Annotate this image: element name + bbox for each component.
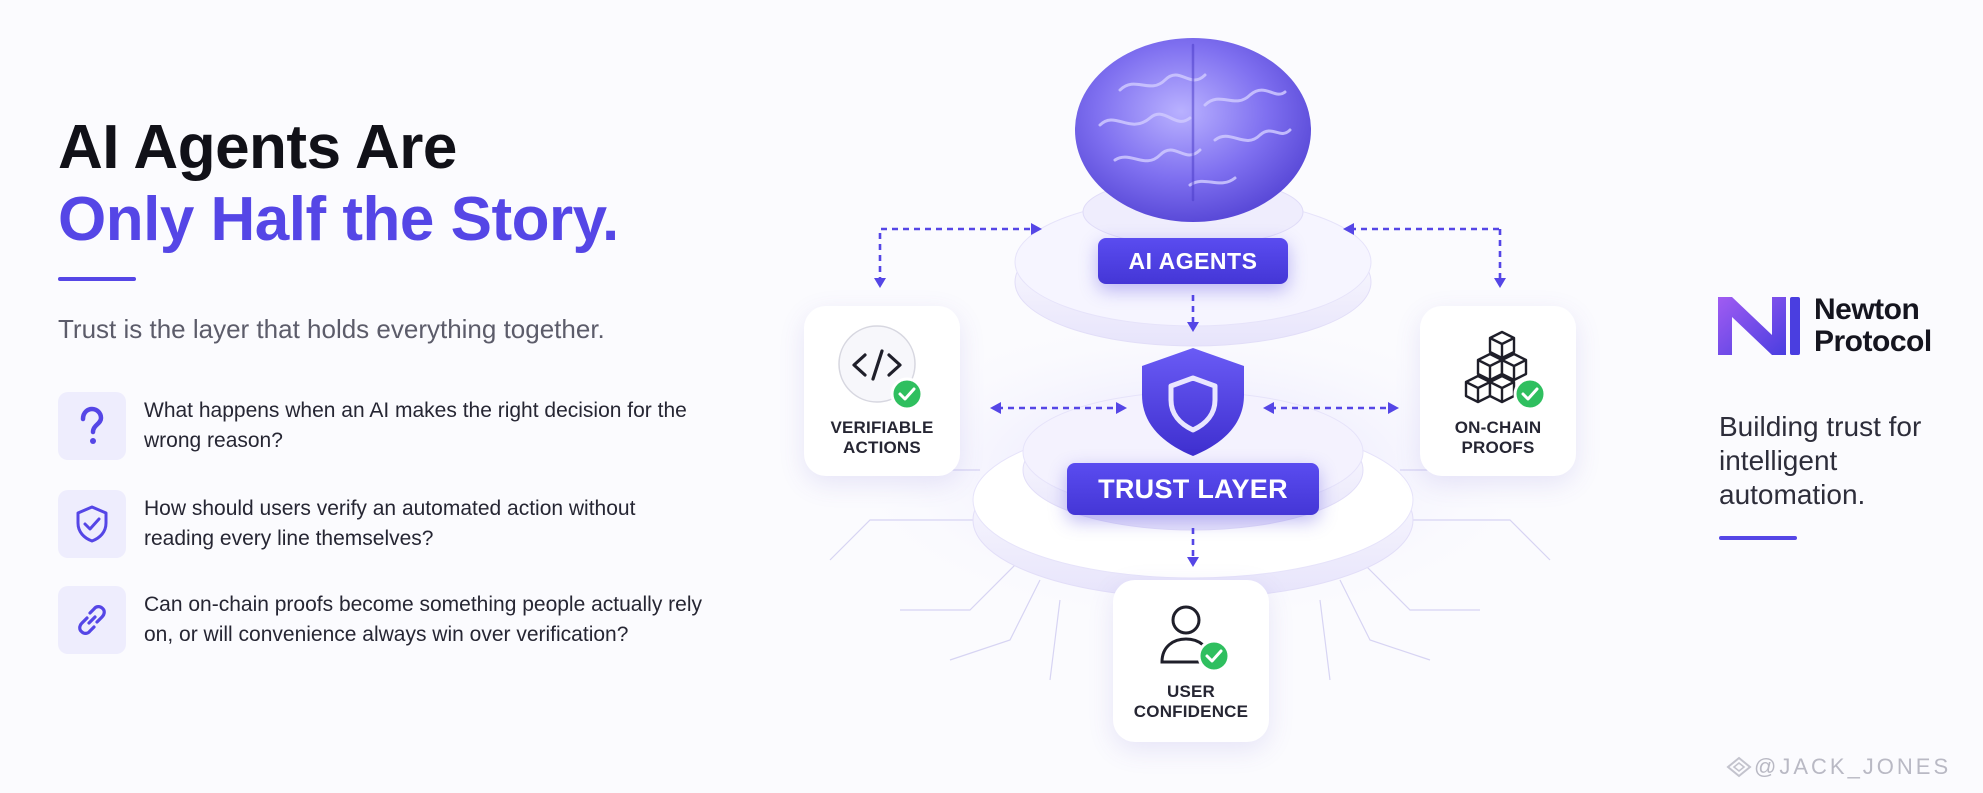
- tagline: Building trust for intelligent automatio…: [1719, 411, 1922, 510]
- headline-line-1: AI Agents Are: [58, 113, 457, 182]
- question-text: What happens when an AI makes the right …: [144, 399, 687, 452]
- label-line: USER: [1166, 682, 1216, 701]
- brand-name: Newton Protocol: [1814, 294, 1932, 358]
- trust-diagram: AI AGENTS TRUST LAYER VERIFIABLE ACTIONS: [720, 0, 1670, 793]
- headline: AI Agents Are Only Half the Story.: [58, 112, 619, 256]
- verifiable-actions-label: VERIFIABLE ACTIONS: [830, 418, 933, 458]
- question-mark-icon: [58, 392, 126, 460]
- tagline-divider: [1719, 536, 1797, 540]
- question-item: Can on-chain proofs become something peo…: [58, 586, 704, 654]
- on-chain-proofs-label: ON-CHAIN PROOFS: [1455, 418, 1542, 458]
- watermark-text: @JACK_JONES: [1754, 754, 1952, 779]
- newton-protocol-logo: Newton Protocol: [1716, 294, 1932, 358]
- trust-layer-label: TRUST LAYER: [1067, 463, 1319, 515]
- shield-check-icon: [58, 490, 126, 558]
- user-confidence-card: USER CONFIDENCE: [1113, 580, 1269, 742]
- arrow-heads: [874, 223, 1506, 567]
- user-icon: [1146, 596, 1236, 682]
- link-icon: [58, 586, 126, 654]
- label-line: PROOFS: [1461, 438, 1535, 457]
- label-line: VERIFIABLE: [830, 418, 934, 437]
- question-item: How should users verify an automated act…: [58, 490, 704, 558]
- label-line: ACTIONS: [843, 438, 921, 457]
- code-icon: [837, 324, 927, 414]
- label-line: ON-CHAIN: [1454, 418, 1542, 437]
- question-text: How should users verify an automated act…: [144, 497, 636, 550]
- check-badge-icon: [1513, 377, 1547, 411]
- headline-line-2: Only Half the Story.: [58, 185, 619, 254]
- question-item: What happens when an AI makes the right …: [58, 392, 704, 460]
- brand-line: Protocol: [1814, 325, 1932, 358]
- verifiable-actions-card: VERIFIABLE ACTIONS: [804, 306, 960, 476]
- connector-arrows: [878, 227, 1502, 560]
- question-text: Can on-chain proofs become something peo…: [144, 593, 702, 646]
- newton-logo-icon: [1718, 297, 1800, 355]
- check-badge-icon: [1197, 639, 1231, 673]
- check-badge-icon: [890, 377, 924, 411]
- trust-shield-icon: [1142, 348, 1244, 456]
- user-confidence-label: USER CONFIDENCE: [1134, 682, 1248, 722]
- label-line: CONFIDENCE: [1133, 702, 1249, 721]
- watermark-icon: [1726, 756, 1752, 778]
- brand-line: Newton: [1814, 293, 1920, 326]
- brain-icon: [1075, 38, 1311, 222]
- headline-divider: [58, 277, 136, 281]
- subtitle: Trust is the layer that holds everything…: [58, 314, 605, 344]
- watermark: @JACK_JONES: [1726, 754, 1951, 780]
- blocks-icon: [1448, 324, 1548, 414]
- on-chain-proofs-card: ON-CHAIN PROOFS: [1420, 306, 1576, 476]
- ai-agents-label: AI AGENTS: [1098, 238, 1288, 284]
